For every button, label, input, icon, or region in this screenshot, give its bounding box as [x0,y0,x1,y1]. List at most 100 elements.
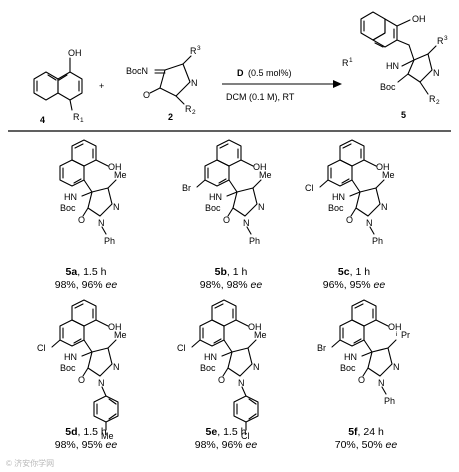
naphthyl-substituent-label: Br [317,343,326,353]
entry-ee: 96% [82,279,103,291]
entry-caption: 5e, 1.5 h [206,426,247,438]
solvent-conditions: DCM (0.1 M), RT [226,92,295,102]
oh-label: OH [108,322,122,332]
pyrazolone-ring [227,347,253,377]
link-bond [228,179,238,193]
para-substituent-label: Cl [241,431,250,441]
ring-n-label: N [381,202,388,212]
entry-ee-unit: ee [251,279,263,291]
entry-ee: 98% [227,279,248,291]
entry-result: 98%, 98% ee [200,279,263,291]
pyrazolone-r2-sup: 2 [192,109,196,116]
substituent-bond [319,179,329,188]
entry-id: 5d [65,426,77,438]
r3-bond [387,339,397,349]
hn-bond [81,191,93,197]
boc-label: Boc [328,203,344,213]
r3-label: Pr [401,330,410,340]
product-r1-sup: 1 [349,57,353,64]
catalyst-label: D [237,68,244,78]
oh-bond [235,319,249,327]
oh-label: OH [376,162,390,172]
ring-n-label: N [98,378,105,388]
watermark: © 济安你学网 [6,458,54,468]
oh-bond [363,159,377,167]
entry-caption: 5f, 24 h [348,426,384,438]
hn-bond [349,191,361,197]
double-bond [218,178,227,184]
entry-sep: , [344,279,350,291]
substituent-bond [51,339,61,348]
naphthol-r1-label: R [73,112,80,122]
naphthyl-substituent-label: Cl [177,343,186,353]
naphthyl-substituent-label: Br [182,183,191,193]
r3-label: Me [254,330,267,340]
carbonyl-bond [82,367,89,377]
double-bond [342,143,352,149]
product-id: 5 [401,110,406,120]
carbonyl-bond [82,207,89,217]
r3-bond [375,179,385,189]
pyrazolone-ring [87,187,113,217]
naphthyl-substituent-label: Cl [37,343,46,353]
plus-sign: + [99,81,104,91]
oh-bond [240,159,254,167]
boc-label: Boc [60,203,76,213]
boc-label: Boc [205,203,221,213]
pyrazolone-ring [367,347,393,377]
entry-id: 5e [206,426,218,438]
hn-bond [361,351,373,357]
ring-n-label: N [238,378,245,388]
product-r3-label: R [437,36,444,46]
catalyst-loading: (0.5 mol%) [248,68,292,78]
r3-bond [107,179,117,189]
entry-time: 1 h [355,266,370,278]
entry-sep: , [350,266,356,278]
double-bond [214,303,224,309]
oh-label: OH [388,322,402,332]
n-aryl-bond [369,226,375,235]
boc-label: Boc [200,363,216,373]
naphthol-r1-sup: 1 [80,117,84,124]
entry-id: 5b [215,266,227,278]
double-bond [213,338,222,344]
entry-ee: 50% [362,439,383,451]
naphthalene-ring-b [204,159,230,187]
carbonyl-o-label: O [223,215,230,225]
double-bond [248,413,257,420]
hn-label: HN [204,352,217,362]
n-aryl-bond [381,386,387,395]
oh-label: OH [253,162,267,172]
entry-ee-unit: ee [106,439,118,451]
entry-result: 98%, 96% ee [195,439,258,451]
naphthyl-substituent-label: Cl [305,183,314,193]
hn-label: HN [64,352,77,362]
naphthalene-ring-b [199,319,225,347]
boc-label: Boc [60,363,76,373]
substituent-bond [191,339,201,348]
n-aryl-ring [233,395,259,423]
entry-ee-unit: ee [106,279,118,291]
entry-ee-unit: ee [386,439,398,451]
pyrazolone-id: 2 [168,112,173,122]
ring-n-label: N [393,362,400,372]
entry-ee: 96% [222,439,243,451]
double-bond [219,143,229,149]
pyrazolone-o-label: O [143,90,150,100]
entry-caption: 5d, 1.5 h [65,426,107,438]
entry-ee: 95% [82,439,103,451]
n-aryl-ring [93,395,119,423]
entry-yield: 70% [335,439,356,451]
ring-n-label: N [366,218,373,228]
pyrazolone-2: BocN R 3 N O R 2 2 [126,45,201,122]
pyrazolone-bocn-label: BocN [126,66,148,76]
link-bond [363,339,373,353]
double-bond [74,303,84,309]
hn-label: HN [332,192,345,202]
entry-time: 1 h [233,266,248,278]
n-aryl-label: Ph [249,236,260,246]
substituent-bond [331,339,341,348]
